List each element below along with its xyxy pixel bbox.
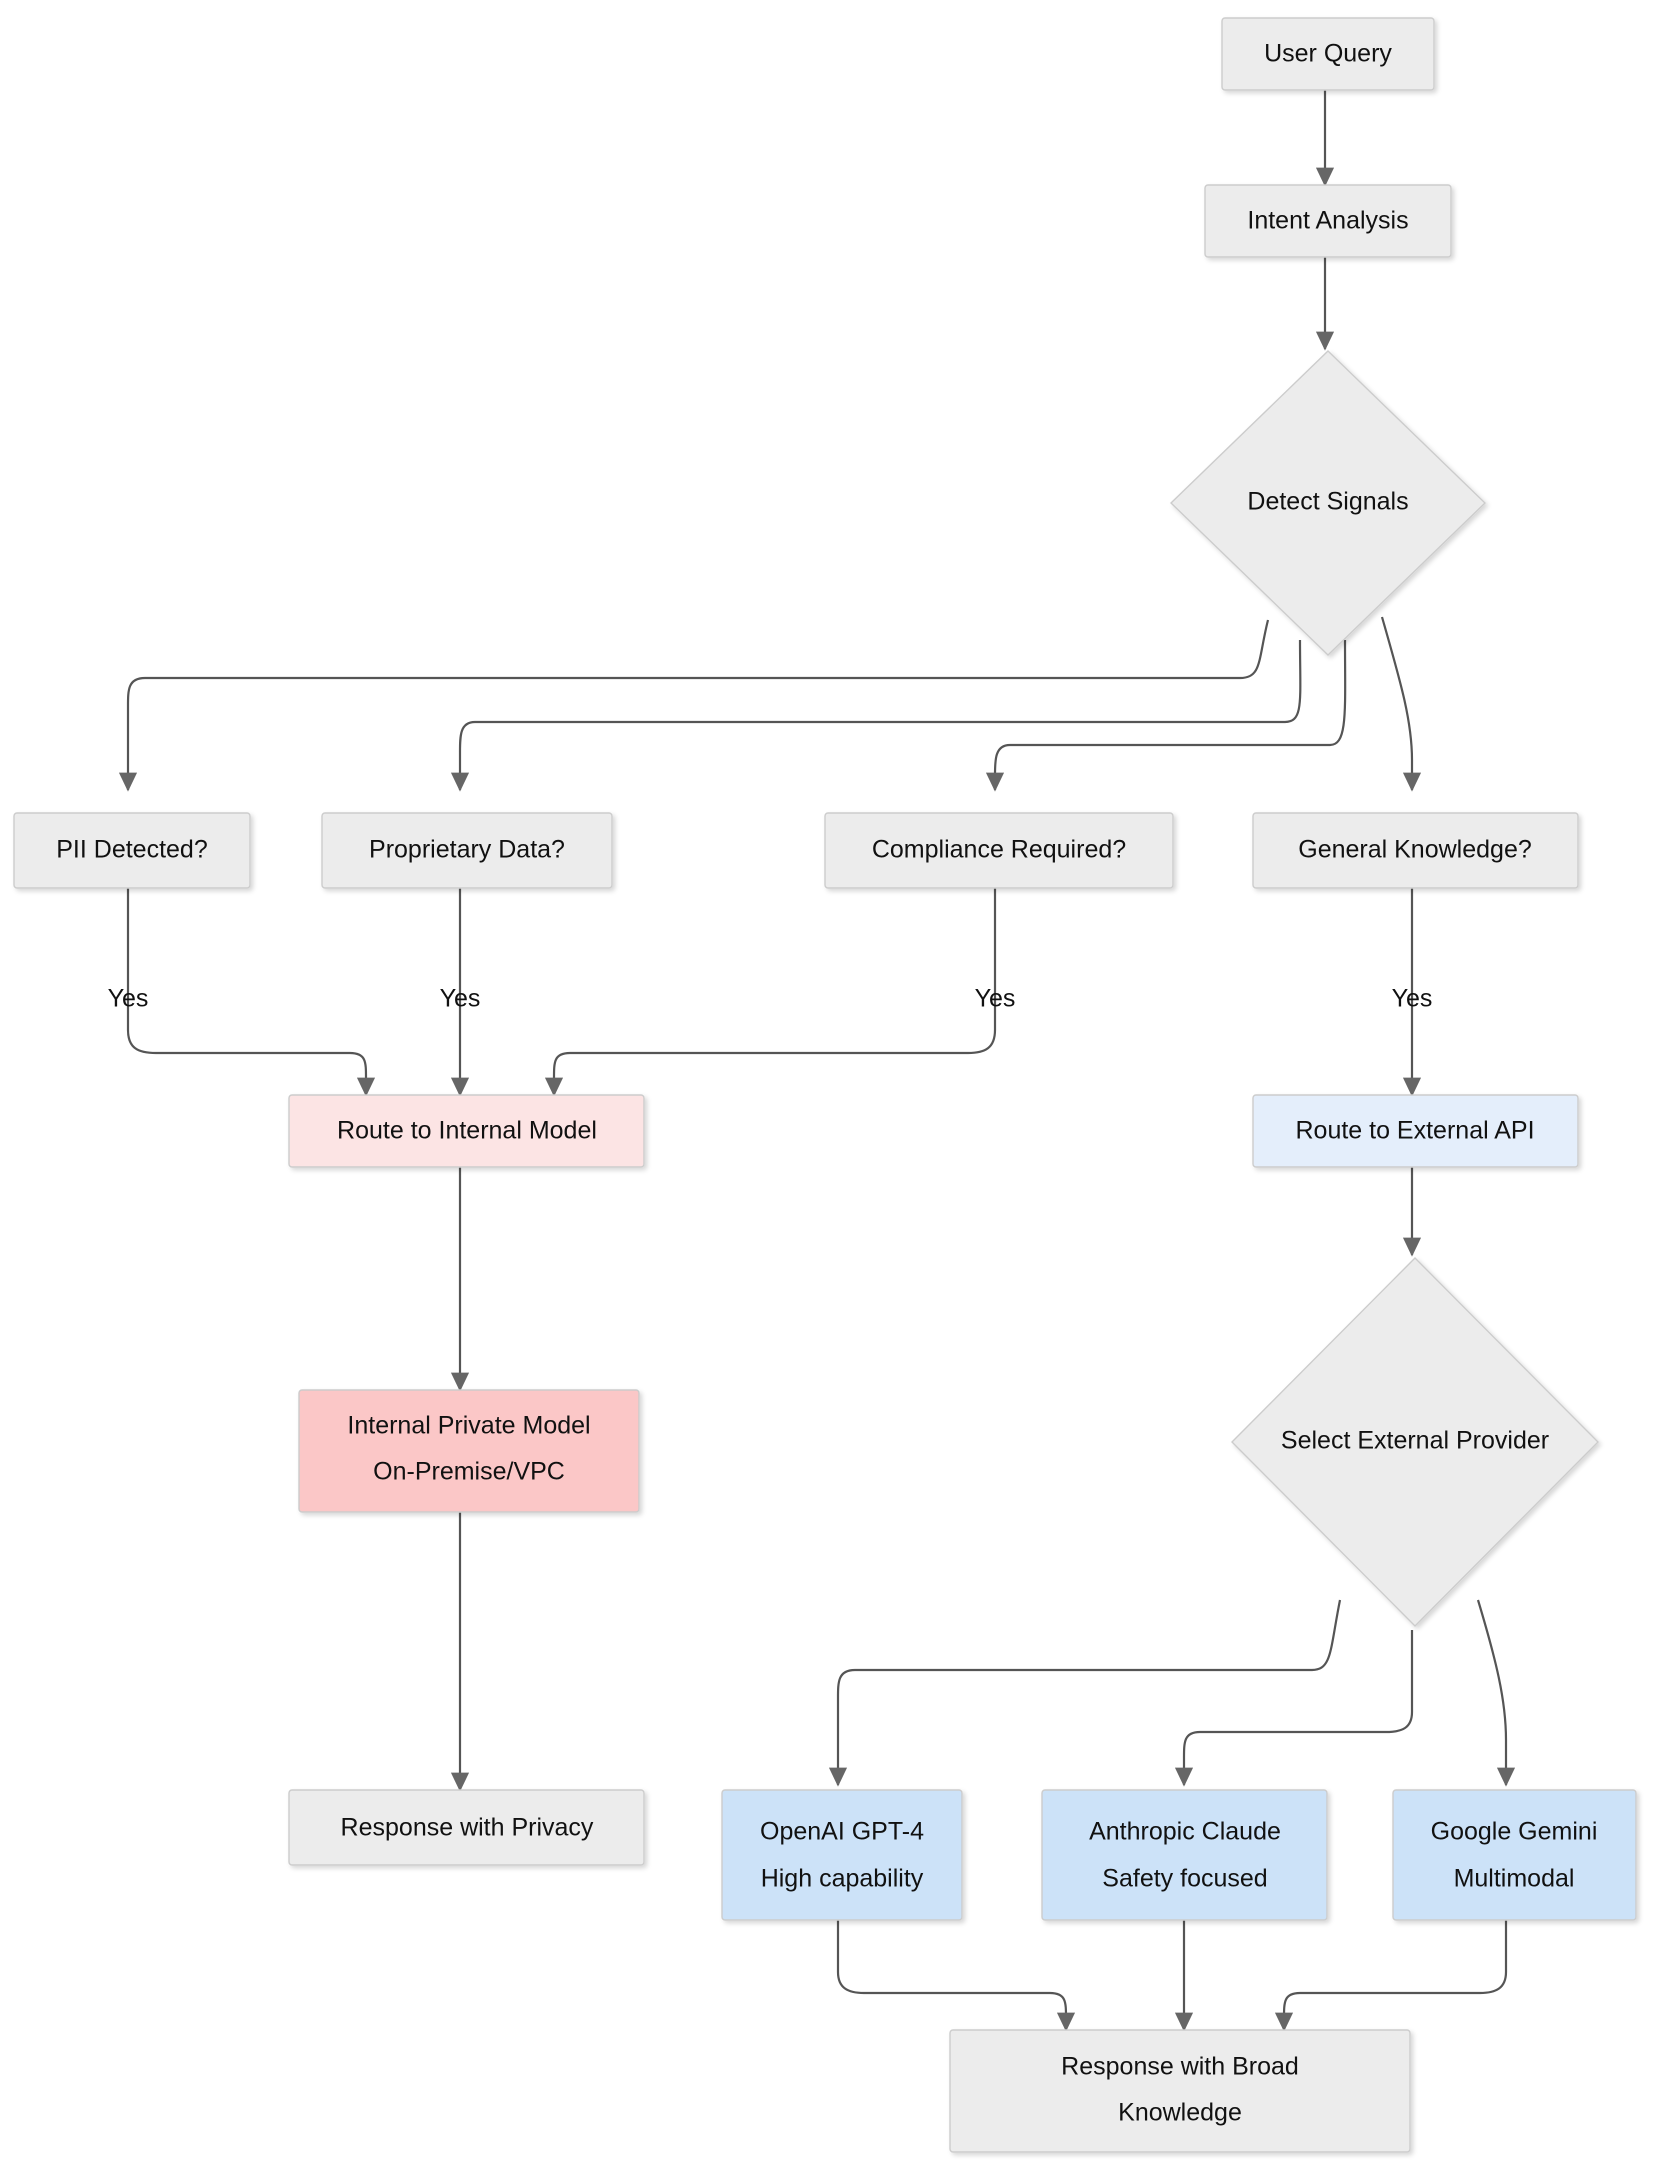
node-response-broad-knowledge-shape[interactable] (949, 2029, 1411, 2153)
edge-compliance-to-route-internal (544, 888, 997, 1097)
node-user-query-shape[interactable] (1221, 17, 1435, 91)
node-openai-gpt4[interactable]: OpenAI GPT-4 High capability (721, 1789, 963, 1921)
edge-detect-to-proprietary (450, 639, 1302, 792)
node-response-broad-knowledge[interactable]: Response with Broad Knowledge (949, 2029, 1411, 2153)
node-internal-private-model-shape[interactable] (298, 1389, 640, 1513)
node-intent-analysis[interactable]: Intent Analysis (1204, 184, 1452, 258)
node-detect-signals-shape[interactable] (1169, 350, 1487, 656)
edge-pii-to-route-internal (126, 888, 376, 1097)
node-user-query[interactable]: User Query (1221, 17, 1435, 91)
node-google-gemini-shape[interactable] (1392, 1789, 1637, 1921)
edge-select-to-gemini (1476, 1599, 1516, 1787)
edge-detect-to-general (1380, 616, 1422, 792)
node-anthropic-claude-shape[interactable] (1041, 1789, 1328, 1921)
node-anthropic-claude[interactable]: Anthropic Claude Safety focused (1041, 1789, 1328, 1921)
node-general-knowledge-shape[interactable] (1252, 812, 1579, 889)
edge-detect-to-compliance (985, 639, 1347, 792)
node-select-external-provider-shape[interactable] (1231, 1257, 1599, 1627)
node-proprietary-data-shape[interactable] (321, 812, 613, 889)
node-internal-private-model[interactable]: Internal Private Model On-Premise/VPC (298, 1389, 640, 1513)
node-route-internal-model-shape[interactable] (288, 1094, 645, 1168)
node-general-knowledge[interactable]: General Knowledge? (1252, 812, 1579, 889)
node-pii-detected[interactable]: PII Detected? (13, 812, 251, 889)
node-intent-analysis-shape[interactable] (1204, 184, 1452, 258)
node-layer: User Query Intent Analysis Detect Signal… (13, 17, 1637, 2153)
node-route-external-api[interactable]: Route to External API (1252, 1094, 1579, 1168)
node-response-with-privacy-shape[interactable] (288, 1789, 645, 1866)
edge-label-compliance-yes: Yes (975, 985, 1016, 1013)
edge-gemini-to-response-broad (1274, 1920, 1508, 2032)
edge-select-to-openai (828, 1599, 1342, 1787)
edge-label-proprietary-yes: Yes (440, 985, 481, 1013)
node-compliance-required[interactable]: Compliance Required? (824, 812, 1174, 889)
node-route-internal-model[interactable]: Route to Internal Model (288, 1094, 645, 1168)
node-detect-signals[interactable]: Detect Signals (1169, 350, 1487, 656)
node-openai-gpt4-shape[interactable] (721, 1789, 963, 1921)
node-compliance-required-shape[interactable] (824, 812, 1174, 889)
edge-label-layer: Yes Yes Yes Yes (108, 985, 1433, 1013)
node-proprietary-data[interactable]: Proprietary Data? (321, 812, 613, 889)
edge-label-pii-yes: Yes (108, 985, 149, 1013)
edge-select-to-anthropic (1174, 1630, 1414, 1787)
node-route-external-api-shape[interactable] (1252, 1094, 1579, 1168)
edge-label-general-yes: Yes (1392, 985, 1433, 1013)
node-response-with-privacy[interactable]: Response with Privacy (288, 1789, 645, 1866)
edge-detect-to-pii (118, 619, 1270, 792)
node-pii-detected-shape[interactable] (13, 812, 251, 889)
edge-openai-to-response-broad (836, 1920, 1076, 2032)
edge-layer (118, 90, 1516, 2032)
node-google-gemini[interactable]: Google Gemini Multimodal (1392, 1789, 1637, 1921)
node-select-external-provider[interactable]: Select External Provider (1231, 1257, 1599, 1627)
